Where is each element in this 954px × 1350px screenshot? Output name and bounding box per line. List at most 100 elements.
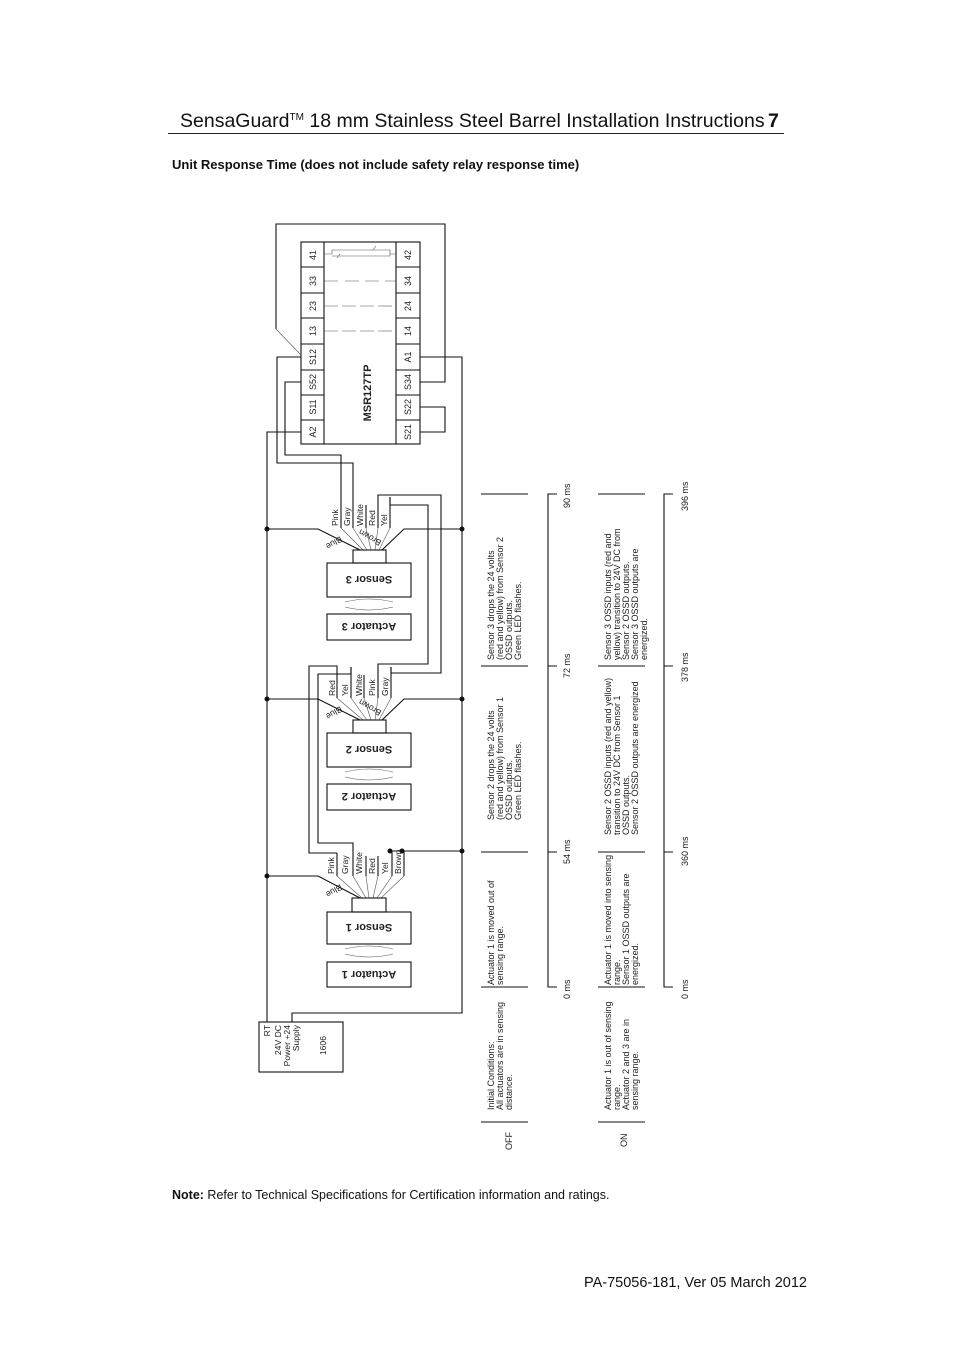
power-plus24-label: Power +24 — [282, 1025, 292, 1067]
off-step-2: Actuator 1 is moved out of sensing range… — [486, 880, 505, 985]
step-text-line: Actuator 2 and 3 are in — [621, 1019, 631, 1110]
time-label: 378 ms — [680, 652, 690, 682]
step-text-line: Sensor 1 OSSD outputs are — [621, 873, 631, 985]
wire-label-white: White — [354, 852, 364, 874]
step-text-line: range. — [612, 1084, 622, 1110]
power-voltage-label: 24V DC — [273, 1025, 283, 1055]
time-label: 54 ms — [562, 839, 572, 864]
step-text-line: Green LED flashes. — [513, 741, 523, 820]
time-label: 0 ms — [562, 979, 572, 999]
step-text-line: Sensor 2 OSSD inputs (red and yellow) — [603, 678, 613, 835]
power-supply-1606: RT 24V DC Power +24 Supply 1606 — [258, 1021, 344, 1073]
step-text-line: Sensor 3 OSSD outputs are — [630, 548, 640, 660]
sensor-3-assembly: Sensor 3 Actuator 3 Pink Gray White Red … — [267, 497, 462, 641]
wire-label-gray: Gray — [340, 855, 350, 874]
wire-label-white: White — [355, 504, 365, 526]
step-text-line: energized. — [639, 618, 649, 660]
off-label: OFF — [504, 1132, 514, 1150]
on-step-2: Actuator 1 is moved into sensing range. … — [603, 855, 640, 985]
step-text-line: Actuator 1 is moved out of — [486, 880, 496, 985]
on-step-1: Actuator 1 is out of sensing range. Actu… — [603, 1001, 640, 1110]
step-text-line: Initial Conditions: — [486, 1041, 496, 1110]
terminal-41: 41 — [308, 250, 318, 260]
step-text-line: OSSD outputs. — [504, 760, 514, 820]
step-text-line: transition to 24V DC from Sensor 1 — [612, 695, 622, 835]
terminal-33: 33 — [308, 276, 318, 286]
time-label: 360 ms — [680, 836, 690, 866]
terminal-s11: S11 — [308, 399, 318, 414]
note-label: Note: — [172, 1188, 204, 1202]
step-text-line: All actuators are in sensing — [495, 1002, 505, 1110]
sensor-2-assembly: Sensor 2 Actuator 2 Red Yel White Pink G… — [267, 667, 462, 811]
terminal-13: 13 — [308, 326, 318, 336]
time-label: 0 ms — [680, 979, 690, 999]
power-supply-label: Supply — [291, 1024, 301, 1051]
relay-contacts — [324, 245, 396, 332]
sensor-2-label: Sensor 2 — [346, 743, 392, 755]
sensor-1-assembly: Sensor 1 Actuator 1 Pink Gray White Red … — [267, 849, 412, 988]
actuator-1-label: Actuator 1 — [342, 968, 396, 980]
wire-label-yel: Yel — [340, 684, 350, 696]
time-label: 72 ms — [562, 653, 572, 678]
terminal-s22: S22 — [403, 399, 413, 415]
off-step-4: Sensor 3 drops the 24 volts (red and yel… — [486, 537, 523, 660]
wire-label-red: Red — [327, 680, 337, 696]
step-text-line: Sensor 2 drops the 24 volts — [486, 710, 496, 820]
step-text-line: sensing range. — [630, 1051, 640, 1110]
terminal-a1: A1 — [403, 351, 413, 362]
off-step-1: Initial Conditions: All actuators are in… — [486, 1002, 514, 1110]
terminal-34: 34 — [403, 276, 413, 286]
sensor-1-label: Sensor 1 — [346, 921, 392, 933]
page-header-title: SensaGuardTM 18 mm Stainless Steel Barre… — [180, 110, 765, 133]
wire-label-pink: Pink — [367, 679, 377, 696]
on-label: ON — [619, 1134, 629, 1148]
step-text-line: (red and yellow) from Sensor 2 — [495, 537, 505, 660]
step-text-line: (red and yellow) from Sensor 1 — [495, 697, 505, 820]
terminal-a2: A2 — [308, 426, 318, 437]
step-text-line: energized. — [630, 943, 640, 985]
off-step-3: Sensor 2 drops the 24 volts (red and yel… — [486, 697, 523, 820]
step-text-line: Green LED flashes. — [513, 581, 523, 660]
brand-name: SensaGuard — [180, 110, 290, 132]
step-text-line: Sensor 3 OSSD inputs (red and — [603, 533, 613, 660]
step-text-line: Sensor 2 OSSD outputs are energized — [630, 681, 640, 835]
step-text-line: yellow) transition to 24V DC from — [612, 528, 622, 660]
power-model-label: 1606 — [318, 1036, 328, 1055]
terminal-42: 42 — [403, 250, 413, 260]
step-text-line: Sensor 2 OSSD outputs. — [621, 561, 631, 660]
wire-label-red: Red — [367, 858, 377, 874]
wire-label-yel: Yel — [380, 862, 390, 874]
document-footer: PA-75056-181, Ver 05 March 2012 — [583, 1275, 807, 1291]
step-text-line: sensing range. — [495, 926, 505, 985]
step-text-line: Sensor 3 drops the 24 volts — [486, 550, 496, 660]
terminal-24: 24 — [403, 301, 413, 311]
sensor-3-label: Sensor 3 — [346, 573, 392, 585]
trademark: TM — [289, 112, 304, 123]
timing-dividers — [481, 493, 645, 1123]
step-text-line: Actuator 1 is out of sensing — [603, 1001, 613, 1110]
note: Note: Refer to Technical Specifications … — [172, 1188, 609, 1202]
wire-label-pink: Pink — [326, 857, 336, 874]
wire-label-pink: Pink — [330, 509, 340, 526]
page-number: 7 — [768, 110, 779, 132]
terminal-14: 14 — [403, 326, 413, 336]
section-heading: Unit Response Time (does not include saf… — [172, 157, 580, 172]
step-text-line: Actuator 1 is moved into sensing — [603, 855, 613, 985]
timing-off-column: OFF Initial Conditions: All actuators ar… — [486, 483, 572, 1150]
wire-label-white: White — [354, 674, 364, 696]
note-text: Refer to Technical Specifications for Ce… — [203, 1188, 610, 1202]
wire-label-gray: Gray — [380, 677, 390, 696]
power-rt-label: RT — [262, 1024, 272, 1036]
step-text-line: range. — [612, 959, 622, 985]
terminal-23: 23 — [308, 301, 318, 311]
wiring — [266, 223, 463, 1022]
actuator-3-label: Actuator 3 — [342, 620, 396, 632]
step-text-line: distance. — [504, 1074, 514, 1110]
actuator-2-label: Actuator 2 — [342, 790, 396, 802]
on-step-3: Sensor 2 OSSD inputs (red and yellow) tr… — [603, 678, 640, 835]
terminal-s12: S12 — [308, 349, 318, 365]
wire-label-yel: Yel — [379, 514, 389, 526]
wire-label-red: Red — [367, 510, 377, 526]
terminal-s34: S34 — [403, 374, 413, 390]
